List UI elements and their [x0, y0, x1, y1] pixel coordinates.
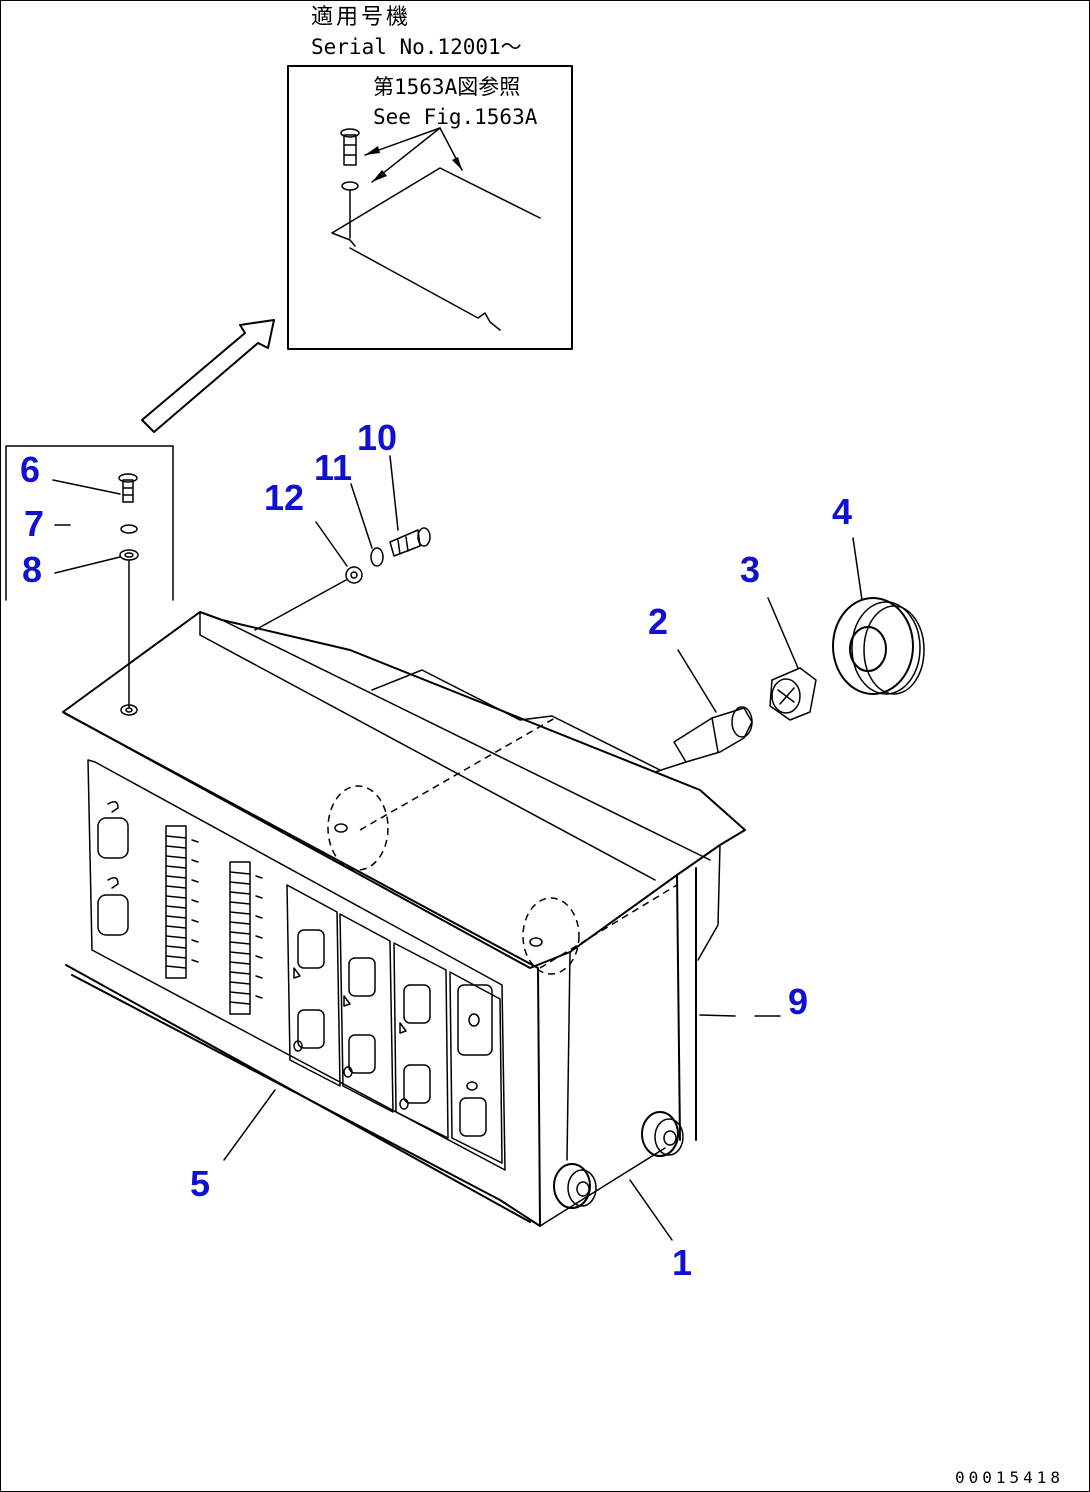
parts-10-11-12 [254, 527, 431, 631]
triangle-mark [343, 995, 351, 1007]
callout-12: 12 [264, 477, 304, 518]
bar-gauge-right [229, 861, 251, 1015]
spring-washer-11-icon [370, 547, 384, 567]
serial-number-label: Serial No.12001〜 [311, 35, 522, 59]
leader-10 [389, 455, 399, 531]
screw-group-left [118, 473, 139, 709]
drawing-code: 00015418 [955, 1468, 1064, 1487]
callout-3: 3 [740, 549, 760, 590]
inset-bolt-icon [340, 128, 360, 239]
warning-lamp-icon [297, 929, 325, 969]
warning-lamp-icon [403, 1064, 431, 1104]
leader-8 [54, 556, 121, 574]
leader-4 [852, 537, 863, 601]
leader-12 [315, 521, 348, 567]
callout-8: 8 [22, 549, 42, 590]
warning-lamp-icon [297, 1009, 325, 1049]
callout-11: 11 [314, 447, 352, 488]
callout-1: 1 [672, 1242, 692, 1283]
inset-leader-arrows [364, 127, 463, 183]
inset-ref-jp: 第1563A図参照 [373, 75, 520, 99]
callout-10: 10 [357, 417, 397, 458]
meter-panel-body [62, 611, 746, 1227]
leader-11 [350, 483, 373, 549]
warning-lamp-icon [457, 984, 493, 1056]
warning-lamp-icon [348, 957, 376, 997]
detail-pointer-arrow [141, 319, 275, 433]
socket-3-icon [769, 667, 817, 721]
leader-2 [677, 649, 717, 713]
knob-1-icon [553, 1163, 597, 1209]
warning-lamp-icon [403, 984, 431, 1024]
indicator-icon [97, 817, 129, 859]
indicator-icon [97, 894, 129, 936]
bulb-2-icon [654, 706, 753, 773]
leader-9 [699, 1014, 736, 1017]
warning-lamp-icon [348, 1034, 376, 1074]
inset-ref-en: See Fig.1563A [373, 105, 538, 129]
leader-1 [629, 1179, 673, 1241]
triangle-mark [399, 1022, 407, 1034]
screw-10-icon [389, 527, 431, 557]
applicable-serial-jp: 適用号機 [311, 5, 411, 30]
callout-2: 2 [648, 601, 668, 642]
callout-6: 6 [20, 449, 40, 490]
leader-5 [223, 1089, 276, 1161]
washer-12-icon [345, 566, 363, 584]
ring-4-icon [832, 597, 925, 695]
gauge-ticks [191, 839, 263, 999]
warning-lamp-icon [459, 1097, 487, 1137]
monitor-module [393, 942, 449, 1139]
knob-1b-icon [641, 1111, 684, 1157]
monitor-module [286, 884, 341, 1087]
monitor-module [339, 913, 394, 1113]
leader-6 [52, 479, 121, 495]
callout-9: 9 [788, 981, 808, 1022]
bar-gauge-left [165, 825, 187, 979]
inset-detail: 第1563A図参照 See Fig.1563A [287, 65, 573, 350]
bracket-frame [5, 445, 174, 601]
triangle-mark [293, 967, 301, 979]
leader-3 [767, 597, 799, 669]
meter-panel-face [87, 759, 506, 1171]
callout-5: 5 [190, 1163, 210, 1204]
callout-7: 7 [24, 503, 44, 544]
callout-4: 4 [832, 491, 852, 532]
monitor-module [449, 971, 503, 1164]
